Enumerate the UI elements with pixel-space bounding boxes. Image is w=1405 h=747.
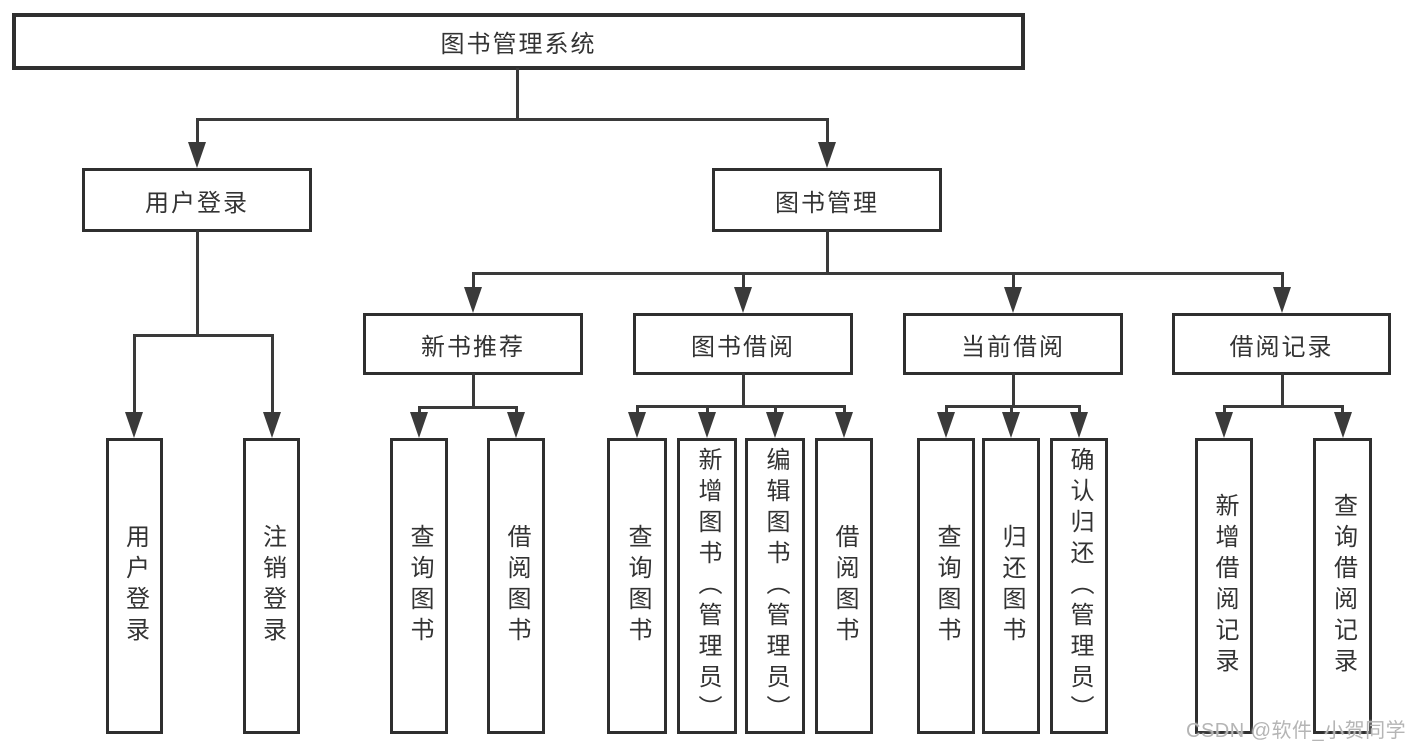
node-current-borrow: 当前借阅	[903, 313, 1123, 375]
arrow-down-icon	[937, 412, 955, 438]
arrow-down-icon	[1004, 287, 1022, 313]
node-leaf-add-borrow-record: 新增借阅记录	[1195, 438, 1253, 734]
connector-line	[196, 118, 829, 121]
arrow-down-icon	[188, 142, 206, 168]
arrow-down-icon	[1273, 287, 1291, 313]
leaf-label: 新增借阅记录	[1211, 493, 1238, 679]
leaf-label: 查询图书	[406, 524, 433, 648]
leaf-label: 编辑图书（管理员）	[762, 446, 789, 726]
connector-line	[1281, 272, 1284, 292]
arrow-down-icon	[263, 412, 281, 438]
node-leaf-user-login: 用户登录	[106, 438, 163, 734]
node-leaf-return-book: 归还图书	[982, 438, 1040, 734]
leaf-label: 借阅图书	[503, 524, 530, 648]
connector-line	[945, 405, 1081, 408]
arrow-down-icon	[818, 142, 836, 168]
connector-line	[1012, 373, 1015, 407]
connector-line	[636, 405, 846, 408]
node-book-borrow: 图书借阅	[633, 313, 853, 375]
connector-line	[1010, 405, 1013, 417]
connector-line	[706, 405, 709, 417]
connector-line	[1078, 405, 1081, 417]
arrow-down-icon	[410, 412, 428, 438]
node-leaf-borrow-book-1: 借阅图书	[487, 438, 545, 734]
node-leaf-query-book-3: 查询图书	[917, 438, 975, 734]
arrow-down-icon	[507, 412, 525, 438]
node-book-management: 图书管理	[712, 168, 942, 232]
connector-line	[516, 68, 519, 120]
connector-line	[826, 230, 829, 274]
connector-line	[1281, 373, 1284, 407]
connector-line	[742, 272, 745, 292]
leaf-label: 注销登录	[258, 524, 286, 648]
leaf-label: 查询图书	[624, 524, 651, 648]
connector-line	[133, 334, 136, 416]
connector-line	[196, 230, 199, 336]
arrow-down-icon	[734, 287, 752, 313]
arrow-down-icon	[766, 412, 784, 438]
connector-line	[196, 118, 199, 150]
node-leaf-confirm-return-admin: 确认归还（管理员）	[1050, 438, 1108, 734]
arrow-down-icon	[1002, 412, 1020, 438]
arrow-down-icon	[1070, 412, 1088, 438]
leaf-label: 查询图书	[933, 524, 960, 648]
watermark: CSDN @软件_小贺同学	[1186, 720, 1405, 742]
leaf-label: 新增图书（管理员）	[694, 446, 721, 726]
arrow-down-icon	[1215, 412, 1233, 438]
connector-line	[472, 373, 475, 409]
node-user-login: 用户登录	[82, 168, 312, 232]
leaf-label: 归还图书	[998, 524, 1025, 648]
connector-line	[271, 334, 274, 416]
connector-line	[774, 405, 777, 417]
connector-line	[1223, 405, 1226, 417]
leaf-label: 用户登录	[121, 524, 149, 648]
connector-line	[826, 118, 829, 150]
node-leaf-query-borrow-record: 查询借阅记录	[1313, 438, 1372, 734]
connector-line	[418, 406, 518, 409]
node-leaf-borrow-book-2: 借阅图书	[815, 438, 873, 734]
leaf-label: 查询借阅记录	[1329, 493, 1357, 679]
node-borrow-records: 借阅记录	[1172, 313, 1391, 375]
node-leaf-edit-book-admin: 编辑图书（管理员）	[745, 438, 805, 734]
node-leaf-query-book-1: 查询图书	[390, 438, 448, 734]
node-leaf-logout: 注销登录	[243, 438, 300, 734]
arrow-down-icon	[698, 412, 716, 438]
arrow-down-icon	[1334, 412, 1352, 438]
connector-line	[636, 405, 639, 417]
arrow-down-icon	[125, 412, 143, 438]
node-root: 图书管理系统	[12, 13, 1025, 70]
arrow-down-icon	[464, 287, 482, 313]
connector-line	[1341, 405, 1344, 417]
node-leaf-add-book-admin: 新增图书（管理员）	[677, 438, 737, 734]
leaf-label: 确认归还（管理员）	[1066, 446, 1093, 726]
arrow-down-icon	[835, 412, 853, 438]
connector-line	[472, 272, 475, 292]
leaf-label: 借阅图书	[831, 524, 858, 648]
node-new-book-recommend: 新书推荐	[363, 313, 583, 375]
connector-line	[1012, 272, 1015, 292]
connector-line	[742, 373, 745, 407]
arrow-down-icon	[628, 412, 646, 438]
connector-line	[843, 405, 846, 417]
node-leaf-query-book-2: 查询图书	[607, 438, 667, 734]
connector-line	[133, 334, 274, 337]
connector-line	[472, 272, 1284, 275]
connector-line	[1223, 405, 1344, 408]
connector-line	[945, 405, 948, 417]
